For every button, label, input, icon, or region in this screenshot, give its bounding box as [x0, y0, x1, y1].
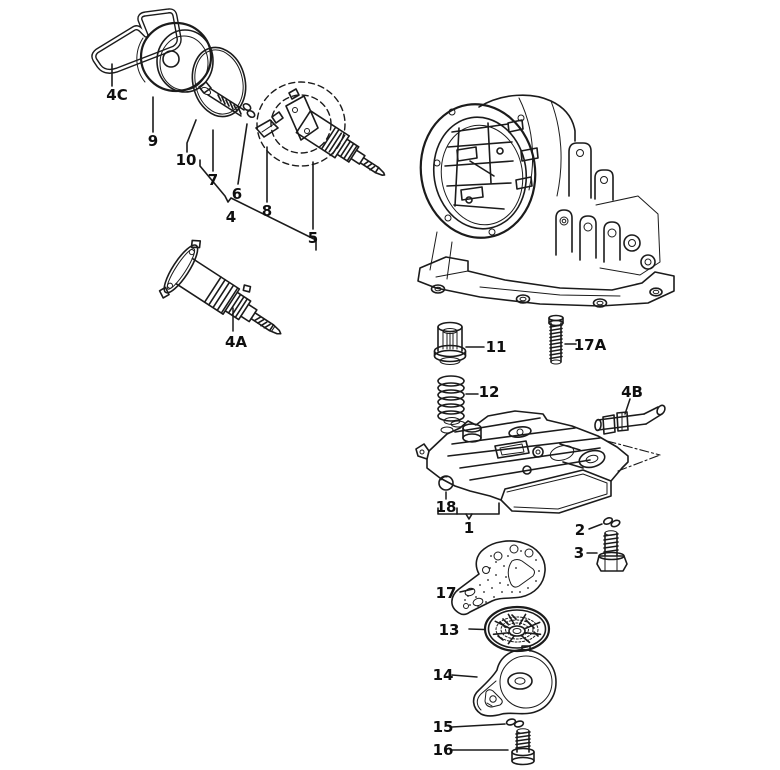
callout-2[interactable]: 2: [575, 521, 585, 539]
stud-17a-drawing: [548, 314, 577, 365]
callout-17-highlighted[interactable]: 17: [436, 584, 457, 602]
ball-18-drawing: [438, 475, 454, 500]
callout-5[interactable]: 5: [308, 229, 318, 247]
strainer-13-drawing: [468, 605, 551, 653]
converter-housing-5-drawing: [256, 81, 386, 176]
washer-2-drawing: [588, 517, 621, 530]
clips-6-drawing: [242, 102, 256, 119]
callout-9[interactable]: 9: [148, 132, 158, 150]
leader-lines-top-left: [111, 63, 317, 251]
valve-11-drawing: [433, 321, 485, 365]
gasket-17-drawing: [451, 540, 546, 616]
pipe-4b-drawing: [594, 398, 666, 435]
gasket-4c-drawing: [91, 8, 182, 74]
group-bracket-4: [199, 159, 317, 251]
bolt-7-drawing: [198, 81, 245, 117]
strainer-spokes: [492, 613, 542, 645]
callout-10[interactable]: 10: [176, 151, 197, 169]
bolt-3-drawing: [586, 530, 628, 572]
callout-11[interactable]: 11: [486, 338, 507, 356]
valve-body-1-drawing: [415, 410, 661, 514]
spring-12-drawing: [437, 375, 479, 422]
callout-4b[interactable]: 4B: [621, 383, 643, 401]
callout-17a[interactable]: 17A: [574, 336, 607, 354]
callout-7[interactable]: 7: [208, 171, 218, 189]
drum-9-drawing: [136, 21, 214, 93]
callout-4[interactable]: 4: [226, 208, 236, 226]
cover-14-drawing: [451, 645, 557, 717]
callout-labels: 4C 9 10 7 6 4 8 5 4A 11 17A 12 4B 18 1 2…: [106, 86, 643, 759]
callout-13-highlighted[interactable]: 13: [439, 621, 460, 639]
callout-14[interactable]: 14: [433, 666, 454, 684]
callout-16[interactable]: 16: [433, 741, 454, 759]
governor-4a-drawing: [158, 239, 282, 335]
callout-6[interactable]: 6: [232, 185, 242, 203]
callout-12[interactable]: 12: [479, 383, 500, 401]
disc-10-drawing: [191, 46, 247, 118]
gasket-stipple-texture: [464, 550, 540, 607]
callout-4c[interactable]: 4C: [106, 86, 127, 104]
callout-8[interactable]: 8: [262, 202, 272, 220]
bolt-16-drawing: [451, 728, 535, 766]
wedge-8-drawing: [255, 111, 284, 138]
washer-15-drawing: [451, 718, 525, 728]
callout-4a[interactable]: 4A: [225, 333, 247, 351]
callout-1[interactable]: 1: [464, 519, 474, 537]
transmission-case-drawing: [417, 94, 675, 308]
callout-15[interactable]: 15: [433, 718, 454, 736]
callout-18[interactable]: 18: [436, 498, 457, 516]
callout-3[interactable]: 3: [574, 544, 584, 562]
bracket-18-1: [437, 502, 500, 520]
